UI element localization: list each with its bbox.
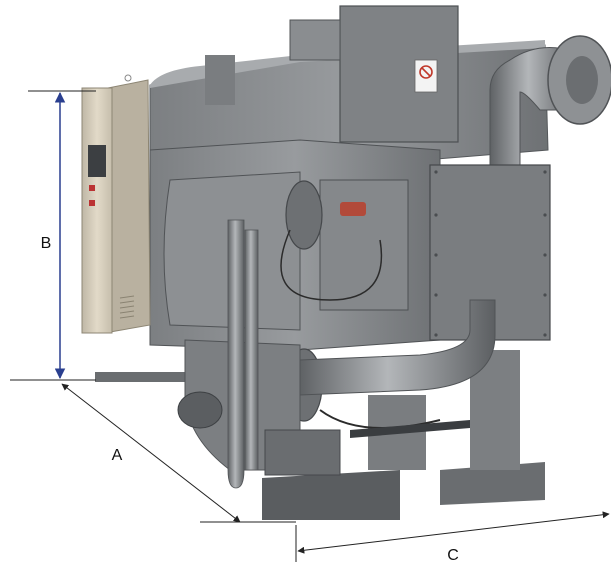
dimension-c-label: C [447,547,459,564]
panel-bolts [434,170,547,337]
control-panel [81,87,113,334]
panel-button-1 [89,185,95,191]
u-pipe-2 [244,229,259,471]
absorption-chiller [81,5,611,520]
panel-button-2 [89,200,95,206]
dimension-a-label: A [112,447,123,464]
sensor-plug [340,202,366,216]
flange-hole [566,56,598,104]
control-panel-side [107,79,151,333]
front-flange-upper [285,180,323,250]
no-entry-sign-icon [419,65,433,79]
cable-front [319,409,441,429]
top-junction-box [339,5,459,143]
panel-vent-grille [119,295,135,319]
dimension-c-arrow [297,511,610,554]
cable-loop [280,229,383,301]
base-skid-right [440,462,545,505]
warning-label [414,59,438,93]
base-skid-front [262,470,400,520]
center-box [319,179,409,311]
pump-housing [264,429,341,476]
lower-curved-pipe [299,299,496,396]
u-pipe [227,219,245,489]
pump-motor [177,391,223,429]
dimension-b: B [10,90,96,381]
base-skid-left [95,372,190,382]
cable-tray [350,420,470,438]
panel-display [88,145,106,177]
panel-indicator-icon [124,74,132,82]
dimension-a: A [61,383,296,523]
dimension-a-arrow [61,383,241,523]
valve-top [205,55,235,105]
small-box [289,19,341,61]
dimension-b-label: B [41,235,52,252]
dimension-c: C [295,511,610,564]
